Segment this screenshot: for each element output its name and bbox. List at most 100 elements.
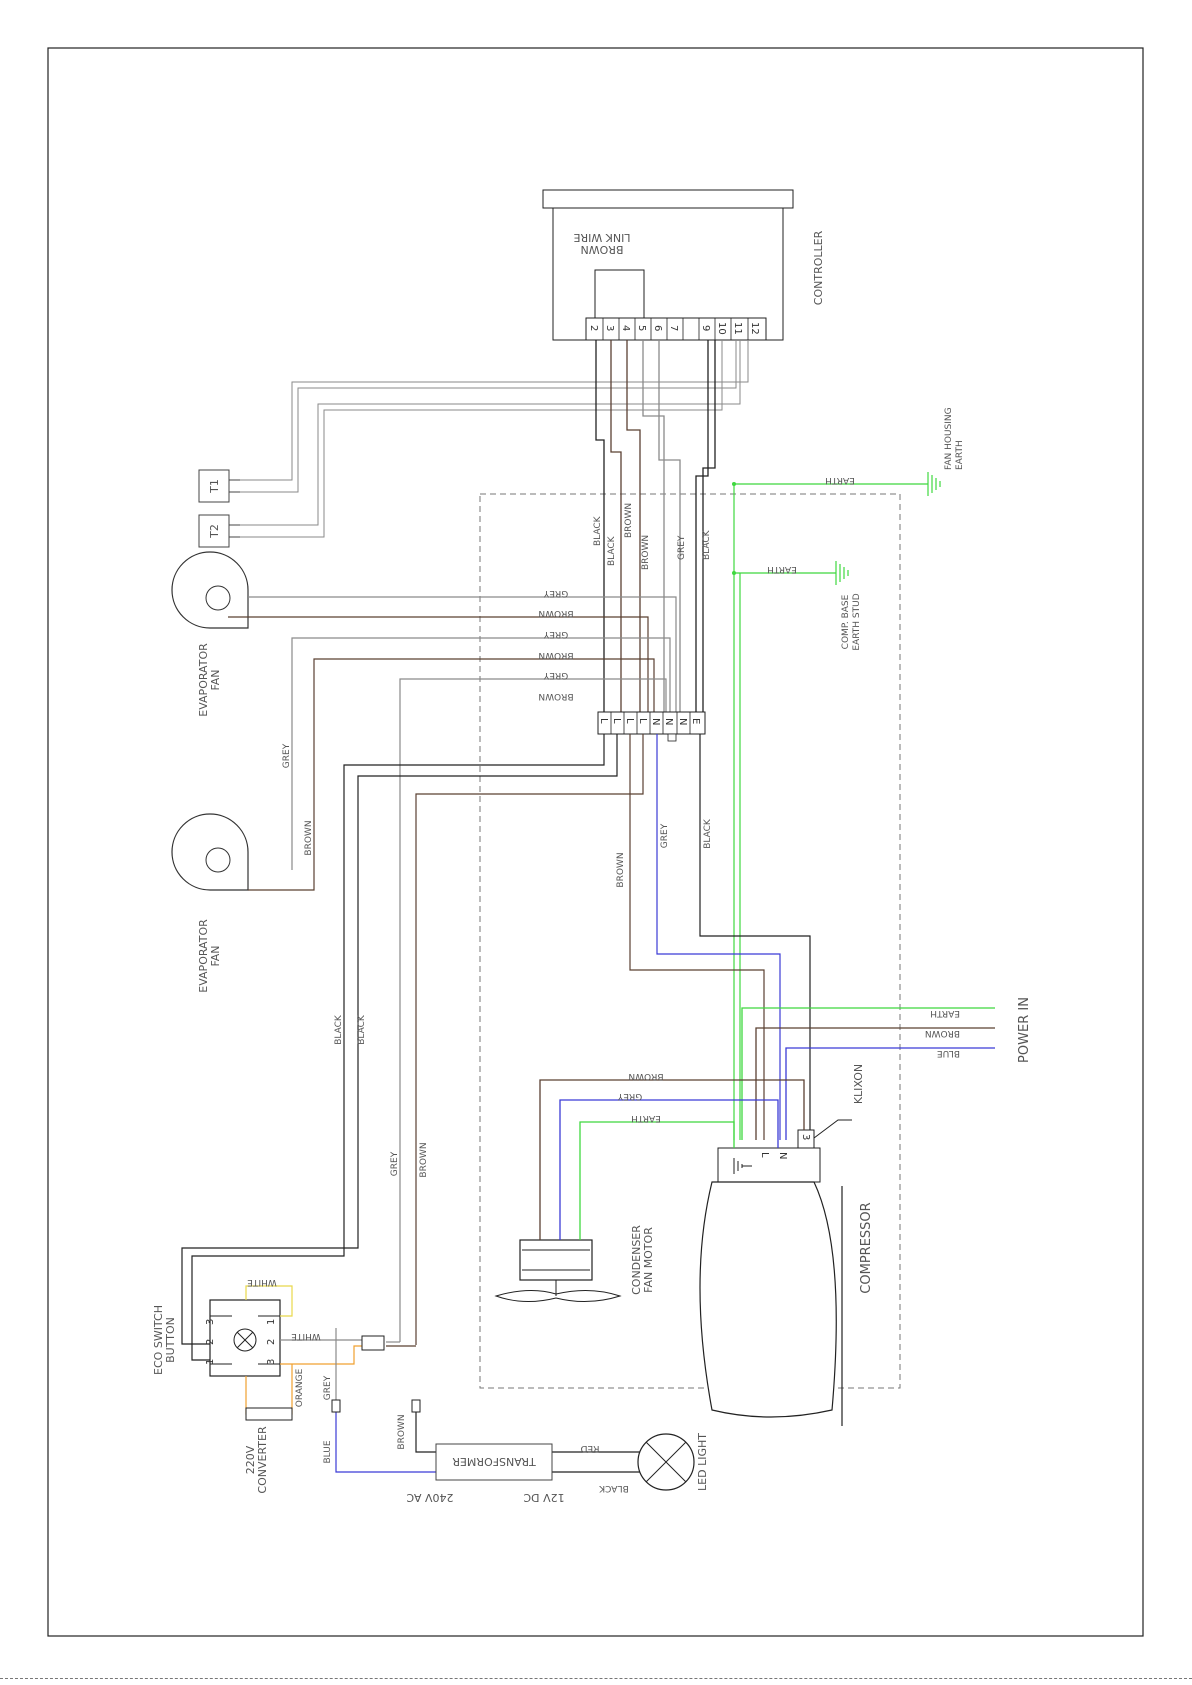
eco-label-white-1: WHITE — [247, 1277, 277, 1287]
eco-pin-left-1: 1 — [205, 1359, 216, 1365]
transformer-in-label: 240V AC — [406, 1491, 453, 1504]
junction-terminal-5: N — [650, 718, 661, 725]
condenser-grey — [559, 1099, 779, 1240]
led-label-red: RED — [580, 1443, 599, 1453]
link-wire-colour-label: BROWN — [581, 243, 624, 256]
evap-fan-2-grey — [291, 637, 671, 870]
eco-pin-right-1: 1 — [266, 1319, 277, 1325]
comp-label-brown: BROWN — [616, 852, 626, 887]
junction-block: L L L L N N N E — [597, 711, 706, 742]
junction-brown-to-light — [415, 734, 644, 1345]
fan-housing-earth: EARTH FAN HOUSING EARTH — [732, 407, 965, 496]
compressor: 3 L N COMPRESSOR KLIXON — [699, 1064, 874, 1426]
junction-terminal-3: L — [624, 718, 635, 724]
label-brown-1: BROWN — [624, 503, 634, 538]
compressor-label: COMPRESSOR — [859, 1202, 874, 1293]
junction-terminal-7: N — [677, 718, 688, 725]
label-black-3: BLACK — [702, 529, 712, 560]
condenser-label-2: FAN MOTOR — [642, 1227, 655, 1293]
condenser-label-earth: EARTH — [631, 1113, 661, 1123]
label-brown-2: BROWN — [641, 535, 651, 570]
evaporator-fan-2-label-1: EVAPORATOR — [197, 919, 210, 993]
eco-label-white-2: WHITE — [291, 1331, 321, 1341]
junction-terminal-1: L — [598, 718, 609, 724]
t1-label: T1 — [208, 479, 221, 494]
transformer-out-label: 12V DC — [523, 1491, 564, 1504]
controller: 2 3 4 5 6 7 9 10 11 12 LINK WIRE BROWN C… — [542, 189, 825, 341]
evap-fan-1-grey — [248, 596, 677, 716]
eco-pin-right-3: 3 — [266, 1359, 277, 1365]
comp-base-earth-label-1: COMP. BASE — [841, 594, 851, 649]
comp-label-black: BLACK — [703, 818, 713, 849]
probe-t2-wire-b — [240, 340, 723, 538]
compressor-terminal-n: N — [777, 1152, 788, 1159]
junction-black-to-compressor — [699, 734, 811, 1130]
ctrl-5-grey — [642, 340, 665, 716]
eco-pin-right-2: 2 — [266, 1339, 277, 1345]
grey-fuse — [331, 1399, 341, 1413]
light-label-blue: BLUE — [323, 1440, 333, 1463]
condenser-label-grey: GREY — [617, 1091, 642, 1101]
compressor-terminal-box — [717, 1147, 821, 1183]
transformer-brown-in — [415, 1412, 436, 1453]
junction-terminal-2: L — [611, 718, 622, 724]
compressor-terminal-3: 3 — [800, 1134, 811, 1140]
probe-t1-wire-b — [240, 340, 737, 493]
ctrl-10-black — [702, 340, 716, 716]
light-label-grey: GREY — [390, 1151, 400, 1176]
eco-pin-left-3: 3 — [205, 1319, 216, 1325]
power-in-label: POWER IN — [1017, 997, 1032, 1063]
transformer — [435, 1443, 553, 1481]
junction-brown-to-compressor — [629, 734, 765, 1140]
fan-label-grey-2: GREY — [543, 629, 568, 639]
comp-base-earth-label-2: EARTH STUD — [852, 593, 862, 650]
link-wire — [594, 269, 645, 318]
label-grey-1: GREY — [677, 535, 687, 560]
link-wire-label: LINK WIRE — [573, 231, 630, 244]
fan-label-brown-3: BROWN — [538, 691, 573, 701]
light-label-brown: BROWN — [419, 1142, 429, 1177]
light-label-brown-2: BROWN — [397, 1414, 407, 1449]
converter — [245, 1407, 293, 1421]
unit-enclosure — [479, 493, 901, 1389]
ctrl-2-black — [595, 340, 605, 716]
klixon-leader — [813, 1119, 852, 1139]
power-brown — [755, 1027, 995, 1140]
evaporator-fan-2-label-2: FAN — [209, 945, 222, 966]
power-label-earth: EARTH — [930, 1008, 960, 1018]
controller-terminal-11: 11 — [732, 322, 743, 335]
fan-label-brown-2: BROWN — [538, 650, 573, 660]
comp-label-grey: GREY — [660, 823, 670, 848]
drawing-frame — [47, 47, 1144, 1637]
t2-label: T2 — [208, 524, 221, 539]
probe-t1: T1 — [198, 469, 240, 503]
footer-dash-line — [0, 1678, 1192, 1679]
power-earth — [741, 1007, 995, 1140]
controller-terminal-2: 2 — [588, 325, 599, 331]
klixon-label: KLIXON — [852, 1064, 865, 1104]
eco-label-black-2: BLACK — [357, 1014, 367, 1045]
condenser-label-1: CONDENSER — [630, 1225, 643, 1295]
transformer-label: TRANSFORMER — [452, 1455, 537, 1468]
evaporator-fan-1-label-1: EVAPORATOR — [197, 643, 210, 717]
eco-label-grey: GREY — [323, 1375, 333, 1400]
fan-housing-earth-label-2: EARTH — [955, 440, 965, 470]
eco-label-black-1: BLACK — [334, 1014, 344, 1045]
controller-terminal-7: 7 — [668, 325, 679, 331]
light-grey-feed — [399, 678, 667, 1342]
brown-fuse — [411, 1399, 421, 1413]
led-light-label: LED LIGHT — [696, 1433, 709, 1491]
transformer-blue-in — [335, 1400, 436, 1473]
condenser-brown — [539, 1079, 805, 1240]
eco-connector-plug — [361, 1335, 385, 1351]
probe-t2-wire-a — [240, 340, 741, 526]
ctrl-3-brown — [610, 340, 622, 716]
evaporator-fan-1-label-2: FAN — [209, 669, 222, 690]
condenser-label-brown: BROWN — [628, 1071, 663, 1081]
eco-switch-label-2: BUTTON — [164, 1317, 177, 1363]
fan-2-label-brown: BROWN — [304, 820, 314, 855]
comp-base-earth: EARTH COMP. BASE EARTH STUD — [732, 561, 862, 651]
controller-terminal-12: 12 — [749, 322, 760, 335]
converter-label-1: 220V — [244, 1445, 257, 1474]
label-black-2: BLACK — [607, 535, 617, 566]
